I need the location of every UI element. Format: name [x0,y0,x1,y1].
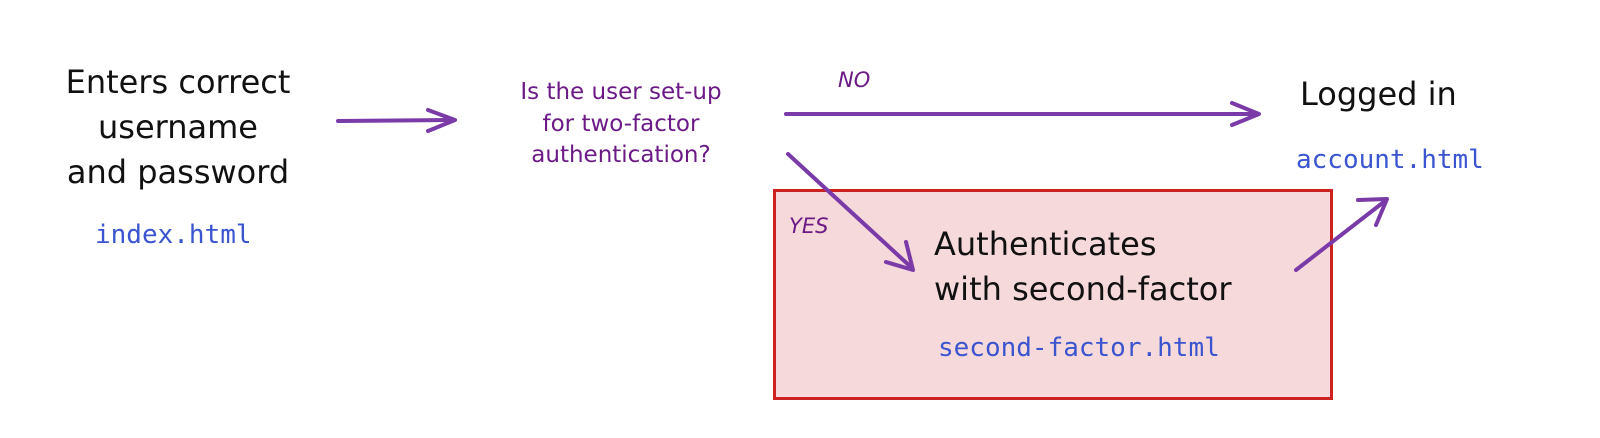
index-file-label: index.html [95,220,252,250]
question-node-text: Is the user set-up for two-factor authen… [477,77,765,172]
second-factor-node-text: Authenticates with second-factor [934,222,1231,313]
start-line-2: username [98,107,258,146]
question-line-3: authentication? [531,142,711,168]
arrow-yes-to-second-factor [786,152,915,272]
question-line-2: for two-factor [542,110,700,137]
yes-edge-label: YES [789,214,829,238]
second-factor-line-2: with second-factor [934,270,1232,309]
logged-in-title: Logged in [1300,75,1457,113]
account-file-label: account.html [1296,145,1484,175]
second-factor-line-1: Authenticates [934,225,1157,263]
question-line-1: Is the user set-up [520,79,722,105]
arrow-second-factor-to-logged-in [1294,197,1389,272]
start-line-1: Enters correct [65,63,291,101]
arrow-start-to-question [336,108,457,133]
second-factor-file-label: second-factor.html [938,333,1220,363]
start-node-text: Enters correct username and password [28,60,328,194]
start-line-3: and password [66,152,290,191]
no-edge-label: NO [838,68,871,92]
arrow-no-to-logged-in [784,101,1261,127]
